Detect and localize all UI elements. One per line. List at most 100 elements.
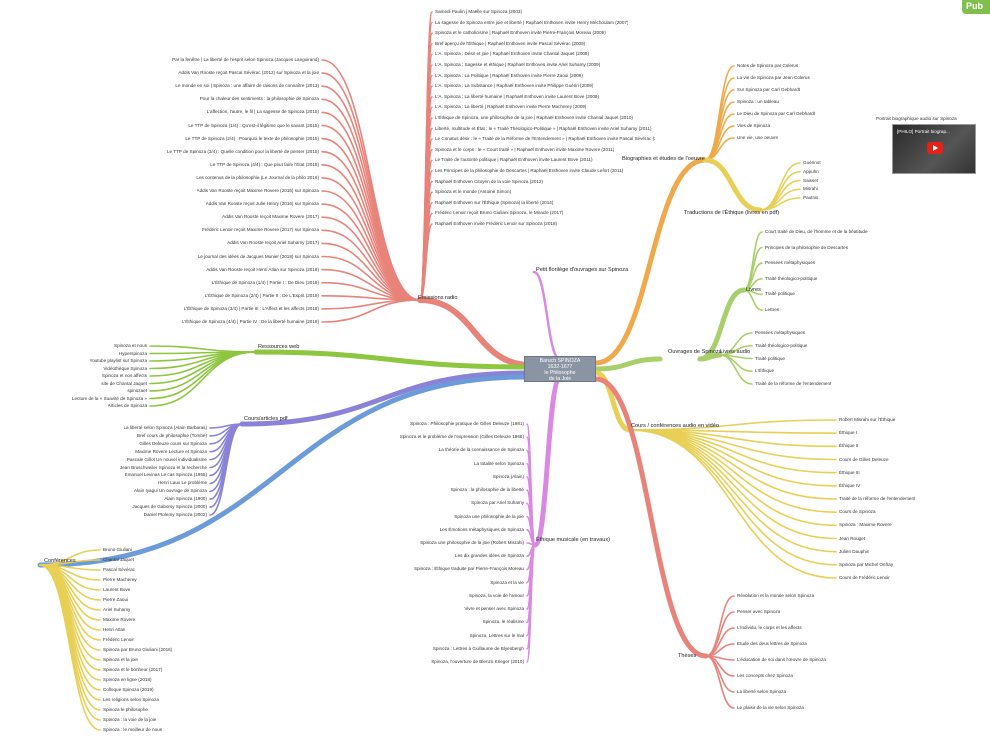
branch-label-musicbook[interactable]: Petit florilège d'ouvrages sur Spinoza — [536, 267, 629, 273]
conf-item[interactable]: Ariel Suhamy — [103, 607, 131, 612]
radio-left-item[interactable]: Addis Van Rooste reçoit Pascal Sévérac (… — [178, 70, 319, 76]
web-items-item[interactable]: Spinoza et nos affects — [101, 373, 147, 378]
music-items-item[interactable]: Spinoza : Philosophie pratique de Gilles… — [410, 421, 524, 426]
livres-items-item[interactable]: Principes de la philosophie de Descartes — [765, 244, 848, 250]
branch-label-ouvrages[interactable]: Ouvrages de Spinoza — [668, 349, 722, 355]
branch-label-music[interactable]: Éthique musicale (en travaux) — [536, 537, 610, 543]
conf-item[interactable]: Frédéric Lenoir — [103, 637, 134, 642]
cours-item[interactable]: Jean Rouget — [839, 535, 866, 541]
music-items-item[interactable]: Spinoza et la vie — [490, 579, 524, 585]
cours-item[interactable]: Spinoza par Michel Onfray — [839, 561, 894, 567]
music-items-item[interactable]: Spinoza : Lettres à Guillaume de Blyenbe… — [432, 645, 524, 651]
radio-item[interactable]: Raphaël Enthoven invite Frédéric Lenoir … — [435, 221, 558, 226]
theses-items-item[interactable]: L'individu, le corps et les affects — [737, 625, 802, 630]
livres-items-item[interactable]: Lettres — [765, 307, 780, 312]
music-items-item[interactable]: Spinoza, l'ouverture de Blenzo Krieger (… — [431, 659, 524, 664]
music-items-item[interactable]: Spinoza, Lettres sur le mal — [469, 632, 524, 638]
theses-items-item[interactable]: L'éducation de soi dans l'œuvre de Spino… — [737, 657, 826, 662]
conf-item[interactable]: Henri Atlan — [103, 627, 126, 632]
radio-left-item[interactable]: Addis Van Rooste reçoit Ariel Suhamy (20… — [227, 240, 319, 246]
cours-item[interactable]: Robert Misrahi sur l'Éthique — [839, 417, 896, 422]
web-items-item[interactable]: Hyperspinoza — [118, 350, 147, 356]
radio-item[interactable]: La sagesse de Spinoza entre joie et libe… — [435, 19, 629, 25]
livres-items-item[interactable]: Traité théologico-politique — [765, 275, 818, 281]
livres-items-item[interactable]: Traité politique — [765, 291, 795, 297]
pdf-items-item[interactable]: Henri Laux Le problème — [157, 480, 207, 486]
radio-item[interactable]: L'A. Spinoza : La liberté | Raphaël Enth… — [435, 104, 587, 110]
theses-items-item[interactable]: Etude des deux lettres de Spinoza — [737, 641, 807, 646]
conf-item[interactable]: Pascal Sévérac — [103, 567, 135, 572]
music-items-item[interactable]: Spinoza une philosophie de la joie — [454, 513, 524, 519]
trad-items-item[interactable]: Misrahi — [803, 186, 818, 192]
branch-label-theses[interactable]: Thèses — [678, 653, 697, 659]
livres-items-item[interactable]: Court traité de Dieu, de l'homme et de l… — [765, 229, 868, 234]
music-items-item[interactable]: Spinoza par Ariel Suhamy — [471, 500, 524, 506]
radio-item[interactable]: L'Éthique de Spinoza, une philosophie de… — [435, 115, 633, 120]
bio-items-item[interactable]: Vies de Spinoza — [737, 123, 771, 128]
play-icon[interactable] — [927, 142, 943, 154]
conf-item[interactable]: Spinoza : le meilleur de nous — [103, 727, 162, 732]
web-items-item[interactable]: spinozaet — [127, 388, 147, 393]
branch-label-livresaudio[interactable]: Livres audio — [720, 349, 751, 355]
audio-items-item[interactable]: Pensées métaphysiques — [755, 330, 806, 335]
conf-item[interactable]: Spinoza et le bonheur (2017) — [103, 667, 163, 672]
bio-items-item[interactable]: Sur Spinoza par Carl Gebhardt — [737, 87, 801, 92]
radio-item[interactable]: L'A. Spinoza : Désir et joie | Raphaël E… — [435, 51, 590, 57]
cours-item[interactable]: Éthique III — [839, 469, 860, 475]
bio-items-item[interactable]: Notes de Spinoza par Colerus — [737, 63, 799, 68]
radio-left-item[interactable]: Le monde en soi | Spinoza : une affaire … — [175, 83, 319, 89]
music-items-item[interactable]: Les dix grandes idées de Spinoza — [455, 553, 524, 559]
radio-item[interactable]: Spinoza et le catholicisme | Raphaël Ent… — [435, 30, 606, 36]
pdf-items-item[interactable]: Jacques de Gaborsy Spinoza (2000) — [132, 504, 207, 510]
music-items-item[interactable]: Spinoza (Alain) — [492, 473, 524, 479]
radio-left-item[interactable]: L'Éthique de Spinoza (3/4) | Partie III … — [183, 305, 319, 311]
conf-item[interactable]: Bruno Giuliani — [103, 547, 132, 552]
radio-left-item[interactable]: L'affection, l'autre, le fil | La sagess… — [206, 109, 319, 115]
music-items-item[interactable]: Les Émotions métaphysiques de Spinoza — [439, 526, 524, 532]
conf-item[interactable]: Pierre Zaoui — [103, 597, 129, 602]
radio-left-item[interactable]: Addis Van Rooste reçoit Julie Henry (201… — [205, 201, 319, 207]
radio-item[interactable]: L'A. Spinoza : Sagesse et éthique | Raph… — [435, 62, 601, 67]
pdf-items-item[interactable]: Gilles Deleuze cours sur Spinoza — [139, 440, 207, 446]
radio-item[interactable]: L'A. Spinoza : La liberté humaine | Raph… — [435, 93, 599, 99]
cours-item[interactable]: Cours de Gilles Deleuze — [839, 456, 889, 462]
theses-items-item[interactable]: Penser avec Spinoza — [737, 609, 781, 614]
radio-left-item[interactable]: Pour la chaleur des sentiments : la phil… — [199, 96, 319, 102]
livres-items-item[interactable]: Pensées métaphysiques — [765, 260, 816, 266]
trad-items-item[interactable]: Pautrat — [803, 195, 818, 200]
music-items-item[interactable]: Spinoza : la philosophie de la liberté — [450, 487, 524, 493]
conf-item[interactable]: Spinoza en ligne (2018) — [103, 677, 152, 682]
conf-item[interactable]: Laurent Bove — [103, 587, 131, 592]
theses-items-item[interactable]: Les concepts chez Spinoza — [737, 673, 793, 678]
audio-items-item[interactable]: L'Éthique — [755, 368, 775, 374]
web-items-item[interactable]: Vidéothèque Spinoza — [103, 365, 147, 371]
conf-item[interactable]: Pierre Macherey — [103, 577, 137, 582]
conf-item[interactable]: Spinoza : la voie de la joie — [103, 717, 157, 722]
cours-item[interactable]: Éthique II — [839, 443, 859, 449]
radio-left-item[interactable]: Frédéric Lenoir reçoit Maxime Rovere (20… — [202, 227, 319, 233]
radio-left-item[interactable]: L'Éthique de Spinoza (1/4) | Partie I : … — [211, 279, 319, 285]
radio-left-item[interactable]: Addis Van Rooste reçoit Henri Atlan sur … — [206, 266, 319, 272]
conf-item[interactable]: Les religions selon Spinoza — [103, 697, 159, 702]
conf-item[interactable]: Spinoza le philosophe — [103, 707, 148, 712]
radio-item[interactable]: Frédéric Lenoir reçoit Bruno Giuliani Sp… — [435, 210, 564, 216]
music-items-item[interactable]: Vivre et penser avec Spinoza — [464, 606, 524, 612]
pdf-items-item[interactable]: La liberté selon Spinoza (Alain Barbaras… — [123, 425, 208, 430]
radio-left-item[interactable]: Le TTP de Spinoza (2/4) : Pourquoi le te… — [185, 135, 319, 141]
music-items-item[interactable]: Spinoza, la voie de l'amour — [468, 592, 524, 598]
branch-label-radio[interactable]: Emissions radio — [418, 295, 458, 301]
radio-left-item[interactable]: Addis Van Rooste reçoit Maxime Rovere (2… — [222, 214, 319, 220]
cours-item[interactable]: Spinoza : Maxime Rovere — [839, 522, 892, 528]
publish-button[interactable]: Pub — [962, 0, 990, 14]
video-thumbnail[interactable]: [PHILO] Portrait biograp... — [892, 124, 976, 174]
branch-label-bio[interactable]: Biographies et études de l'oeuvre — [622, 156, 705, 162]
audio-items-item[interactable]: Traité politique — [755, 355, 785, 361]
radio-left-item[interactable]: L'Éthique de Spinoza (2/4) | Partie II :… — [204, 292, 319, 298]
cours-item[interactable]: Éthique I — [839, 430, 858, 436]
bio-items-item[interactable]: Une vie, une oeuvre — [737, 135, 779, 140]
theses-items-item[interactable]: Le plaisir de la vie selon Spinoza — [737, 705, 804, 710]
cours-item[interactable]: Traité de la réforme de l'entendement — [839, 496, 916, 501]
branch-label-trad[interactable]: Traductions de l'Éthique (livres en pdf) — [684, 210, 780, 216]
conf-item[interactable]: Maxime Rovere — [103, 617, 136, 622]
audio-items-item[interactable]: Traité théologico-politique — [755, 342, 808, 348]
